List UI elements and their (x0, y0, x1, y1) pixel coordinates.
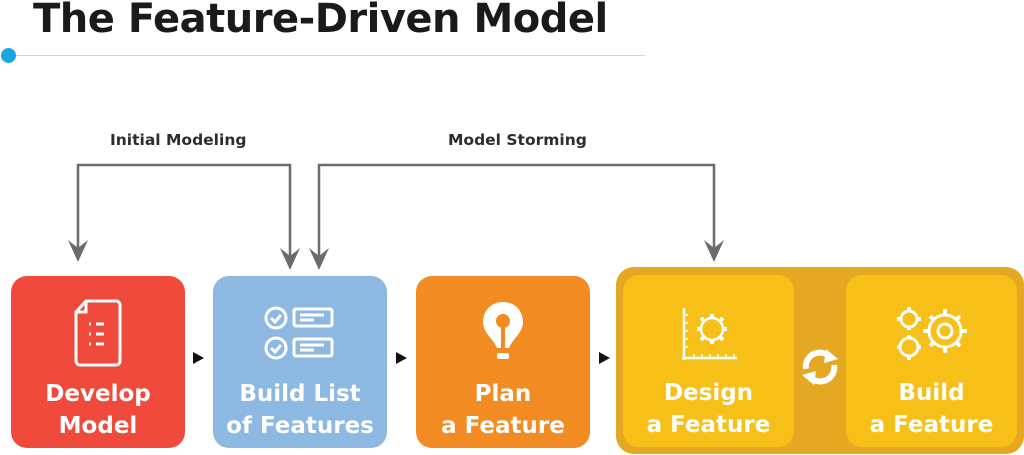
model-storming-label: Model Storming (448, 131, 587, 149)
page-title: The Feature-Driven Model (33, 0, 608, 42)
arrowhead-develop-model (68, 240, 88, 262)
arrowhead-build-list-b (309, 248, 329, 270)
model-storming-connector (317, 163, 716, 258)
lightbulb-icon (483, 302, 523, 359)
flow-arrow (193, 352, 204, 364)
title-underline (10, 55, 645, 56)
step-label-line2: a Feature (869, 412, 994, 438)
document-list-icon (74, 299, 122, 367)
step-label-line2: Model (58, 413, 138, 439)
arrowhead-design-feature (704, 240, 724, 262)
flow-arrow (599, 352, 610, 364)
step-label-line1: Develop (45, 381, 151, 407)
gears-icon (896, 307, 967, 360)
refresh-cycle-icon (802, 349, 838, 385)
step-plan-a-feature[interactable]: Plan a Feature (416, 276, 590, 448)
step-design-a-feature[interactable]: Design a Feature (623, 275, 794, 447)
accent-dot (1, 48, 16, 63)
step-label-line2: of Features (226, 413, 374, 439)
flow-arrow (396, 352, 407, 364)
step-label-line1: Plan (474, 381, 532, 407)
step-label-line1: Design (663, 380, 754, 406)
step-build-a-feature[interactable]: Build a Feature (846, 275, 1017, 447)
step-label-line2: a Feature (441, 413, 565, 439)
step-label-line2: a Feature (646, 412, 771, 438)
initial-modeling-label: Initial Modeling (110, 131, 247, 149)
initial-modeling-connector (76, 163, 292, 258)
step-build-list-of-features[interactable]: Build List of Features (213, 276, 387, 448)
step-label-line1: Build List (239, 381, 361, 407)
step-label-line1: Build (898, 380, 965, 406)
arrowhead-build-list-a (280, 248, 300, 270)
checklist-icon (264, 306, 334, 360)
gear-chart-icon (681, 308, 737, 360)
